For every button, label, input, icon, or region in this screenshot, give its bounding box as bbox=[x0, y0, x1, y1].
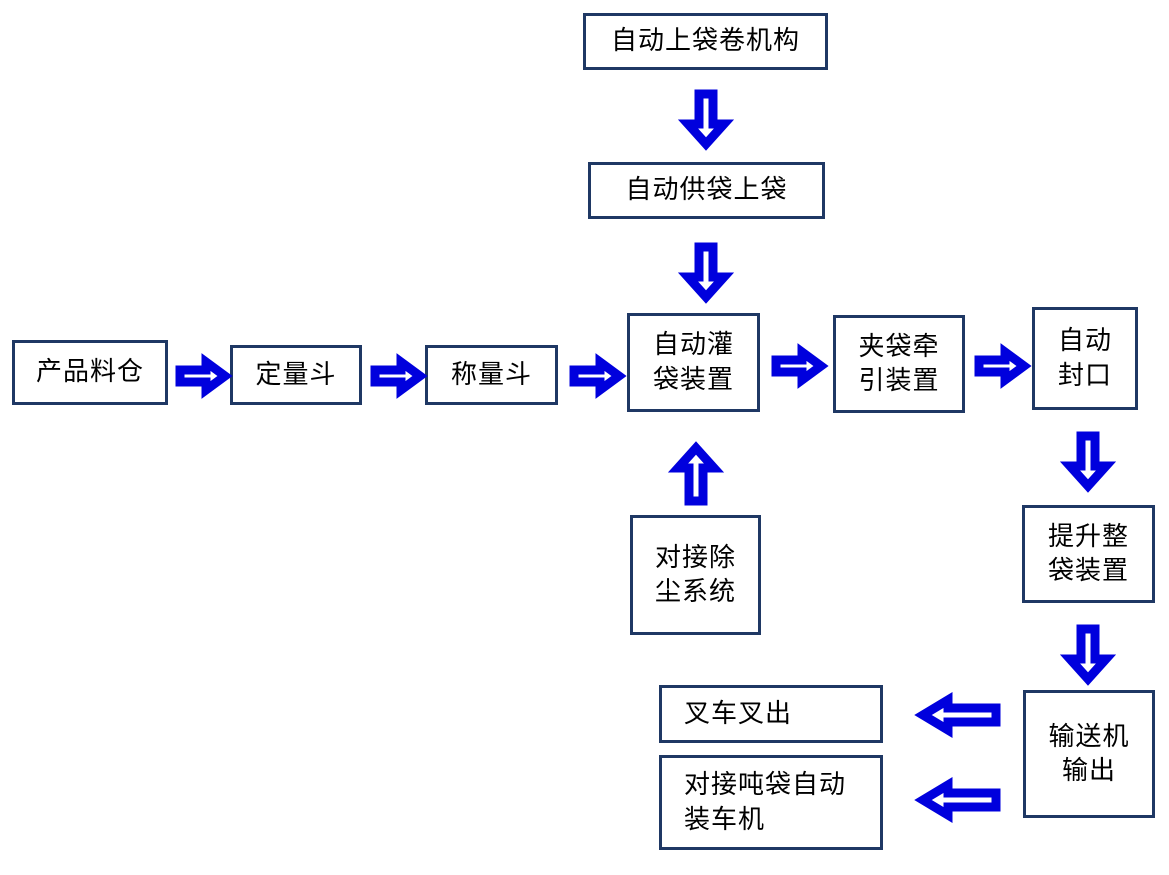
node-label-line: 对接除 bbox=[654, 542, 736, 572]
arrow-right-clamp-to-sealing bbox=[974, 343, 1032, 389]
node-dosing-hopper[interactable]: 定量斗 bbox=[230, 345, 362, 405]
arrow-down-bagsupply-to-filling bbox=[677, 242, 735, 304]
node-label-line: 输送机 bbox=[1048, 721, 1130, 751]
node-label-line: 袋装置 bbox=[652, 364, 734, 394]
arrow-down-sealing-to-lifting bbox=[1059, 431, 1117, 493]
node-label-line: 提升整 bbox=[1047, 521, 1129, 551]
node-lifting-bag-shaping-device[interactable]: 提升整 袋装置 bbox=[1022, 505, 1155, 603]
node-weighing-hopper[interactable]: 称量斗 bbox=[425, 345, 558, 405]
node-auto-sealing[interactable]: 自动 封口 bbox=[1032, 307, 1138, 410]
node-label-line: 输出 bbox=[1061, 756, 1116, 785]
arrow-left-conveyor-to-truckloader bbox=[914, 777, 1001, 823]
node-label-line: 袋装置 bbox=[1047, 556, 1129, 585]
node-auto-bag-filling-device[interactable]: 自动灌 袋装置 bbox=[627, 313, 760, 412]
node-auto-bag-roll-feeder[interactable]: 自动上袋卷机构 bbox=[583, 13, 828, 70]
node-label-line: 叉车叉出 bbox=[684, 698, 793, 728]
arrow-right-silo-to-dosing bbox=[175, 353, 233, 399]
node-bag-clamp-pulling-device[interactable]: 夹袋牵 引装置 bbox=[833, 315, 965, 413]
node-label-line: 引装置 bbox=[858, 366, 940, 395]
node-ton-bag-auto-truck-loader[interactable]: 对接吨袋自动 装车机 bbox=[659, 755, 883, 850]
node-label-line: 自动灌 bbox=[652, 330, 734, 360]
arrow-left-conveyor-to-forklift bbox=[914, 692, 1001, 738]
arrow-right-dosing-to-weighing bbox=[370, 353, 428, 399]
node-product-silo[interactable]: 产品料仓 bbox=[12, 340, 168, 405]
node-auto-bag-supply[interactable]: 自动供袋上袋 bbox=[588, 162, 825, 219]
node-label-line: 封口 bbox=[1057, 360, 1112, 390]
node-label-line: 自动 bbox=[1057, 326, 1112, 356]
arrow-up-dust-to-filling bbox=[667, 441, 725, 506]
arrow-down-lifting-to-conveyor bbox=[1059, 624, 1117, 686]
node-conveyor-output[interactable]: 输送机 输出 bbox=[1023, 690, 1155, 818]
node-label-line: 自动上袋卷机构 bbox=[610, 26, 800, 56]
node-dust-removal-system[interactable]: 对接除 尘系统 bbox=[630, 515, 761, 635]
node-label-line: 装车机 bbox=[684, 804, 766, 834]
node-label-line: 产品料仓 bbox=[35, 357, 144, 387]
arrow-right-weighing-to-filling bbox=[569, 353, 627, 399]
node-label-line: 对接吨袋自动 bbox=[684, 770, 847, 800]
node-label-line: 尘系统 bbox=[654, 577, 736, 606]
node-label-line: 称量斗 bbox=[450, 359, 532, 389]
arrow-right-filling-to-clamp bbox=[771, 343, 829, 389]
node-label-line: 夹袋牵 bbox=[858, 331, 940, 361]
node-label-line: 定量斗 bbox=[255, 359, 337, 389]
node-label-line: 自动供袋上袋 bbox=[625, 175, 788, 205]
arrow-down-bagroll-to-bagsupply bbox=[677, 89, 735, 151]
node-forklift-pickup[interactable]: 叉车叉出 bbox=[659, 685, 883, 743]
